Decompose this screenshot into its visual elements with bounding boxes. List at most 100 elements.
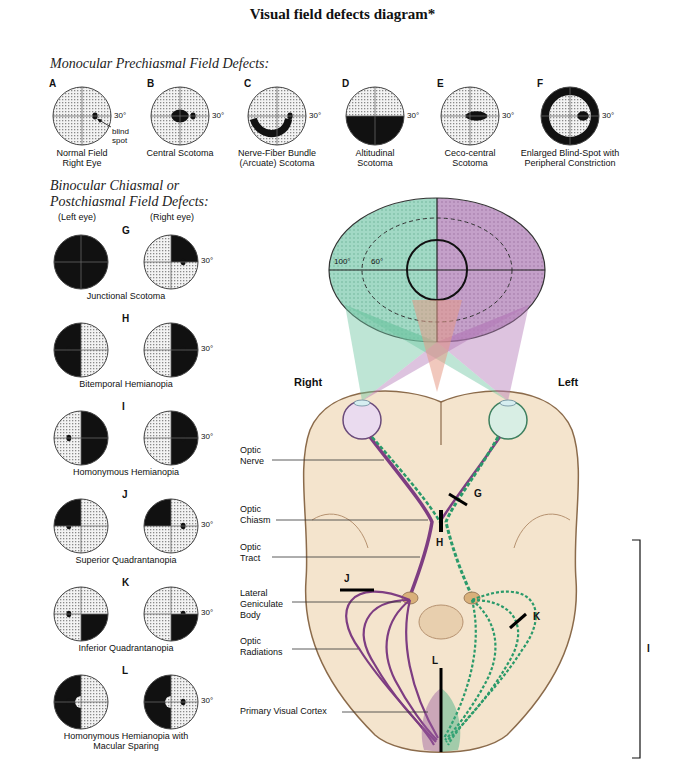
field-plot <box>144 235 198 289</box>
degree-mark: 30° <box>201 608 213 617</box>
title: Visual field defects diagram* <box>0 6 685 23</box>
pointer-label: blind spot <box>112 128 138 146</box>
structure-label: Optic Nerve <box>240 445 280 467</box>
callout-letter: G <box>122 225 130 236</box>
callout-letter: L <box>432 655 438 666</box>
defect-caption: Altitudinal Scotoma <box>344 148 406 169</box>
visual-cortex-left <box>441 688 460 752</box>
lesion-bar <box>340 589 374 592</box>
field-plot <box>248 87 306 145</box>
field-plot <box>144 411 198 465</box>
field-plot <box>54 235 108 289</box>
field-plot <box>346 87 404 145</box>
field-chart: E 30° Ceco-central Scotoma <box>420 78 520 169</box>
field-plot <box>53 87 111 145</box>
field-plot <box>144 411 198 465</box>
defect-caption: Ceco-central Scotoma <box>440 148 500 169</box>
field-plot <box>144 499 198 553</box>
defect-caption: Bitemporal Hemianopia <box>51 379 201 389</box>
section-heading: Binocular Chiasmal or Postchiasmal Field… <box>50 178 240 210</box>
degree-mark: 30° <box>114 111 126 120</box>
lesion-bar <box>439 510 443 532</box>
callout-letter: K <box>533 611 540 622</box>
callout-letter: E <box>437 78 444 89</box>
defect-caption: Central Scotoma <box>135 148 225 158</box>
field-chart: L30°Homonymous Hemianopia with Macular S… <box>45 666 235 752</box>
degree-mark: 30° <box>212 111 224 120</box>
bracket <box>632 540 640 758</box>
callout-letter: J <box>344 573 350 584</box>
central-field <box>407 240 467 300</box>
visual-cortex-right <box>422 688 441 752</box>
degree-mark: 30° <box>201 432 213 441</box>
field-plot <box>541 87 599 145</box>
field-chart: J30°Superior Quadrantanopia <box>45 490 235 566</box>
degree-mark: 30° <box>502 111 514 120</box>
eye-lens <box>354 400 370 406</box>
field-plot <box>54 323 108 377</box>
field-chart: F30°Enlarged Blind-Spot with Peripheral … <box>520 78 620 169</box>
callout-letter: H <box>122 313 129 324</box>
field-plot <box>144 499 198 553</box>
lesion-bar <box>440 668 443 752</box>
degree-mark: 30° <box>201 256 213 265</box>
defect-caption: Homonymous Hemianopia <box>51 467 201 477</box>
field-plot <box>151 87 209 145</box>
structure-label: Optic Radiations <box>240 636 290 658</box>
field-plot <box>144 323 198 377</box>
side-label: Right <box>294 376 322 388</box>
field-plot <box>54 499 108 553</box>
field-plot <box>151 87 209 145</box>
callout-letter: I <box>122 401 125 412</box>
field-chart: A30°blind spotNormal Field Right Eye <box>32 78 132 169</box>
field-plot <box>54 587 108 641</box>
field-chart: C30°Nerve-Fiber Bundle (Arcuate) Scotoma <box>227 78 327 169</box>
field-plot <box>346 87 404 145</box>
field-plot <box>144 411 198 465</box>
field-plot <box>53 87 111 145</box>
optic-pathway-left <box>372 437 440 522</box>
field-plot <box>54 675 108 729</box>
field-plot <box>144 587 198 641</box>
callout-letter: F <box>537 78 543 89</box>
callout-letter: B <box>147 78 154 89</box>
lesion-bar <box>510 614 526 628</box>
side-label: Left <box>558 376 578 388</box>
field-plot <box>346 87 404 145</box>
field-plot <box>144 235 198 289</box>
field-plot <box>144 499 198 553</box>
field-plot <box>54 587 108 641</box>
brainstem <box>419 605 463 639</box>
field-chart: K30°Inferior Quadrantanopia <box>45 578 235 654</box>
callout-letter: D <box>342 78 349 89</box>
field-plot <box>54 411 108 465</box>
field-plot <box>248 87 306 145</box>
field-chart: B 30° Central Scotoma <box>130 78 230 159</box>
field-plot <box>144 675 198 729</box>
field-chart: H30°Bitemporal Hemianopia <box>45 314 235 390</box>
field-plot <box>151 87 209 145</box>
leader-line <box>272 460 428 712</box>
field-plot <box>144 235 198 289</box>
field-cone <box>412 300 462 392</box>
callout-letter: G <box>474 488 482 499</box>
brain-fissure <box>440 402 441 445</box>
field-plot <box>54 675 108 729</box>
field-plot <box>541 87 599 145</box>
structure-label: Optic Tract <box>240 542 280 564</box>
defect-caption: Nerve-Fiber Bundle (Arcuate) Scotoma <box>230 148 325 169</box>
field-plot <box>54 587 108 641</box>
field-plot <box>54 235 108 289</box>
field-plot <box>54 499 108 553</box>
field-chart: G 30° Junctional Scotoma <box>45 226 235 302</box>
field-plot <box>54 675 108 729</box>
structure-label: Primary Visual Cortex <box>240 706 327 717</box>
eye-lens <box>500 400 516 406</box>
callout-letter: I <box>647 643 650 654</box>
defect-caption: Enlarged Blind-Spot with Peripheral Cons… <box>508 148 633 169</box>
defect-caption: Junctional Scotoma <box>51 291 201 301</box>
field-plot <box>54 323 108 377</box>
defect-caption: Homonymous Hemianopia with Macular Spari… <box>64 731 189 752</box>
structure-label: Optic Chiasm <box>240 504 280 526</box>
degree-mark: 100° <box>334 257 351 266</box>
